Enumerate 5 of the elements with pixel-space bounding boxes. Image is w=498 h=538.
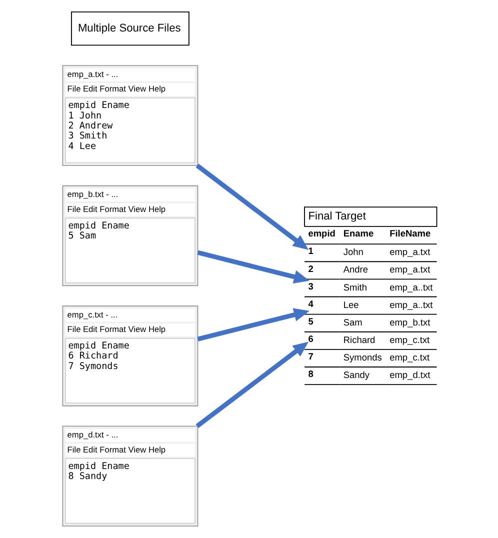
arrow	[196, 250, 309, 284]
arrow	[196, 308, 309, 342]
arrow	[195, 342, 308, 428]
arrow	[195, 164, 308, 250]
node-box: Multiple Source Files	[70, 11, 189, 46]
